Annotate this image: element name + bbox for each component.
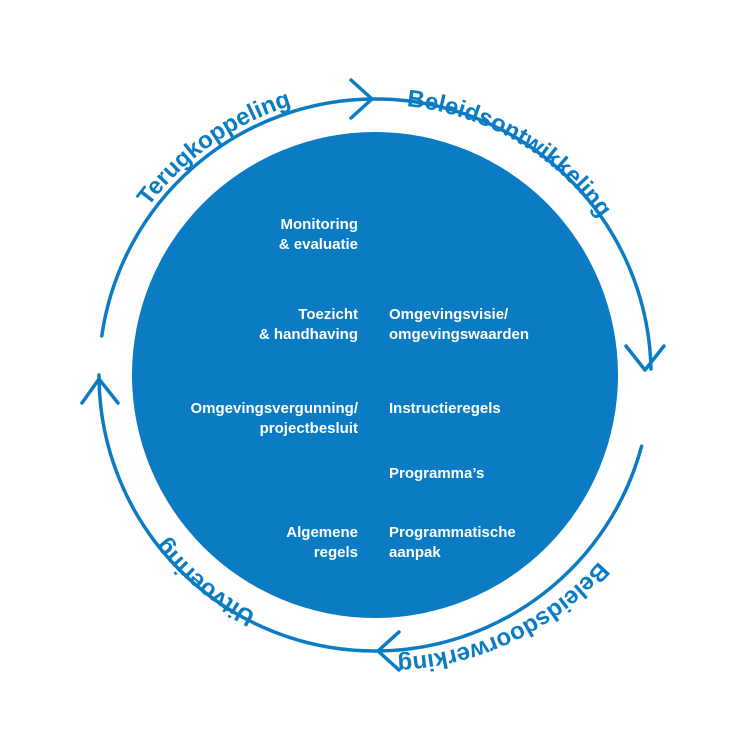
item-line: regels: [313, 544, 358, 561]
item-line: Omgevingsvergunning/: [190, 400, 358, 417]
cycle-arc-bottom-left: [97, 373, 377, 653]
item-programmas: Programma’s: [389, 464, 484, 484]
item-omgevingsvisie: Omgevingsvisie/ omgevingswaarden: [389, 305, 529, 345]
item-line: Toezicht: [298, 306, 358, 323]
item-line: Instructieregels: [389, 400, 501, 417]
item-toezicht-handhaving: Toezicht & handhaving: [259, 305, 358, 345]
arrow-bottom-icon: [376, 630, 401, 672]
item-line: projectbesluit: [259, 420, 358, 437]
cycle-arc-top-left: [100, 97, 377, 338]
item-line: & handhaving: [258, 326, 358, 343]
item-line: Algemene: [286, 524, 358, 541]
item-line: Programma’s: [389, 465, 485, 482]
item-algemene-regels: Algemene regels: [286, 523, 358, 563]
item-line: Omgevingsvisie/: [389, 306, 509, 323]
item-instructieregels: Instructieregels: [389, 399, 501, 419]
central-disc: [132, 132, 618, 618]
item-omgevingsvergunning: Omgevingsvergunning/ projectbesluit: [190, 399, 358, 439]
cycle-arc-top-right: [373, 97, 653, 371]
arrow-right-icon: [624, 344, 666, 372]
arrow-top-icon: [349, 78, 374, 120]
item-monitoring-evaluatie: Monitoring & evaluatie: [279, 215, 358, 255]
item-line: & evaluatie: [278, 236, 358, 253]
arrow-left-icon: [80, 377, 120, 405]
cycle-arc-bottom-right: [373, 444, 644, 653]
item-programmatische-aanpak: Programmatische aanpak: [389, 523, 516, 563]
item-line: Monitoring: [280, 216, 358, 233]
item-line: omgevingswaarden: [389, 326, 530, 343]
item-line: Programmatische: [389, 524, 516, 541]
item-line: aanpak: [389, 544, 441, 561]
